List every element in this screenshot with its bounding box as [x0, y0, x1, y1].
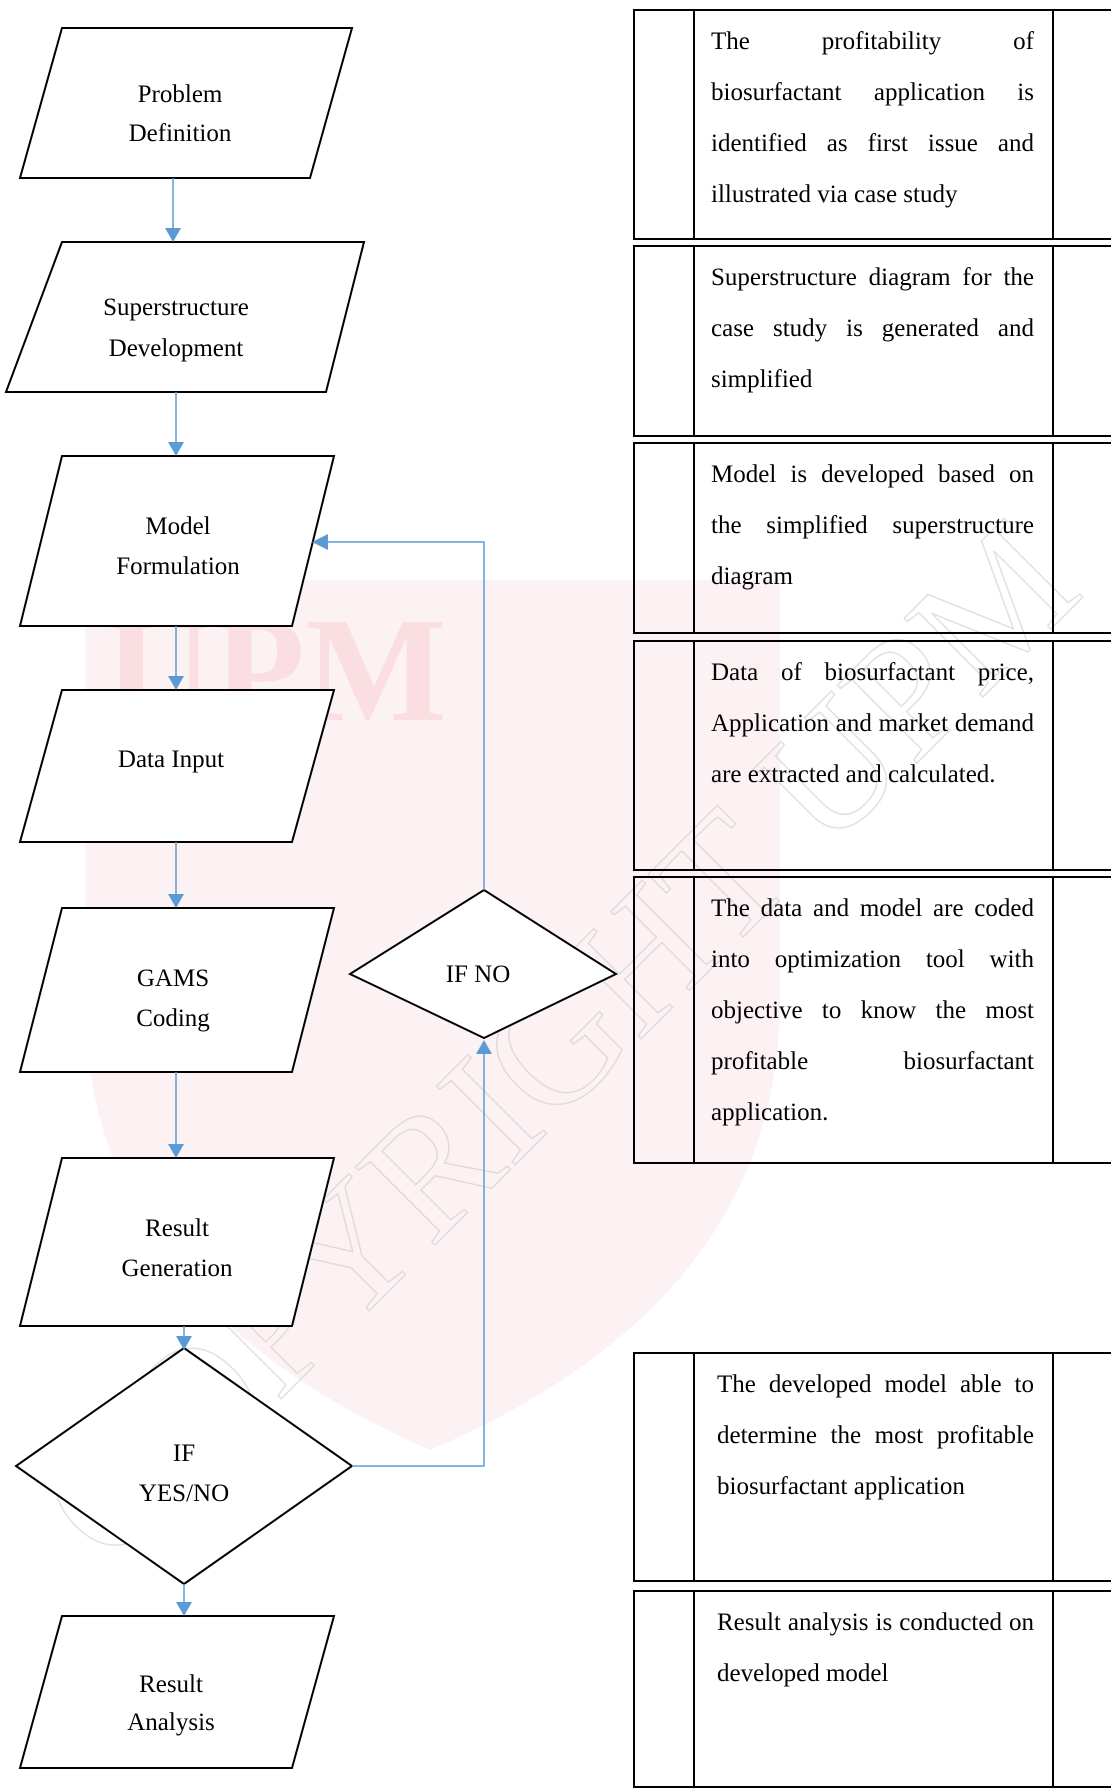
description-box-1: The profitability of biosurfactant appli…: [633, 9, 1111, 240]
description-box-5: The data and model are coded into optimi…: [633, 876, 1111, 1164]
description-text-1: The profitability of biosurfactant appli…: [695, 11, 1054, 238]
step-model-label-2: Formulation: [116, 553, 240, 580]
step-analysis-label-2: Analysis: [127, 1709, 215, 1736]
step-result-generation: [18, 1157, 336, 1327]
description-text-5: The data and model are coded into optimi…: [695, 878, 1054, 1162]
decision-main-label-2: YES/NO: [139, 1480, 229, 1507]
step-superstructure-label-1: Superstructure: [103, 294, 249, 321]
step-problem-label-1: Problem: [138, 81, 223, 108]
step-superstructure-label-2: Development: [109, 335, 244, 362]
step-model-label-1: Model: [145, 513, 210, 540]
step-gams-label-2: Coding: [136, 1005, 210, 1032]
step-result-label-2: Generation: [121, 1255, 233, 1282]
step-gams-coding: [18, 907, 336, 1073]
description-box-6: The developed model able to determine th…: [633, 1352, 1111, 1582]
description-box-7: Result analysis is conducted on develope…: [633, 1590, 1111, 1788]
step-problem-definition: [18, 27, 354, 179]
description-text-6: The developed model able to determine th…: [695, 1354, 1054, 1580]
description-text-4: Data of biosurfactant price, Application…: [695, 642, 1054, 869]
description-text-2: Superstructure diagram for the case stud…: [695, 247, 1054, 435]
description-box-3: Model is developed based on the simplifi…: [633, 442, 1111, 634]
step-analysis-label-1: Result: [139, 1671, 203, 1698]
decision-main-label-1: IF: [173, 1440, 195, 1467]
flow-connectors: [165, 178, 492, 1616]
decision-if-no: [347, 888, 619, 1040]
step-result-label-1: Result: [145, 1215, 209, 1242]
decision-loop-label: IF NO: [446, 961, 511, 988]
step-gams-label-1: GAMS: [137, 965, 209, 992]
description-text-3: Model is developed based on the simplifi…: [695, 444, 1054, 632]
step-model-formulation: [18, 455, 336, 627]
step-data-label: Data Input: [118, 746, 224, 773]
description-box-2: Superstructure diagram for the case stud…: [633, 245, 1111, 437]
description-text-7: Result analysis is conducted on develope…: [695, 1592, 1054, 1786]
step-superstructure-development: [4, 241, 366, 393]
description-box-4: Data of biosurfactant price, Application…: [633, 640, 1111, 871]
step-data-input: [18, 689, 336, 843]
step-result-analysis: [18, 1615, 336, 1769]
step-problem-label-2: Definition: [129, 120, 232, 147]
